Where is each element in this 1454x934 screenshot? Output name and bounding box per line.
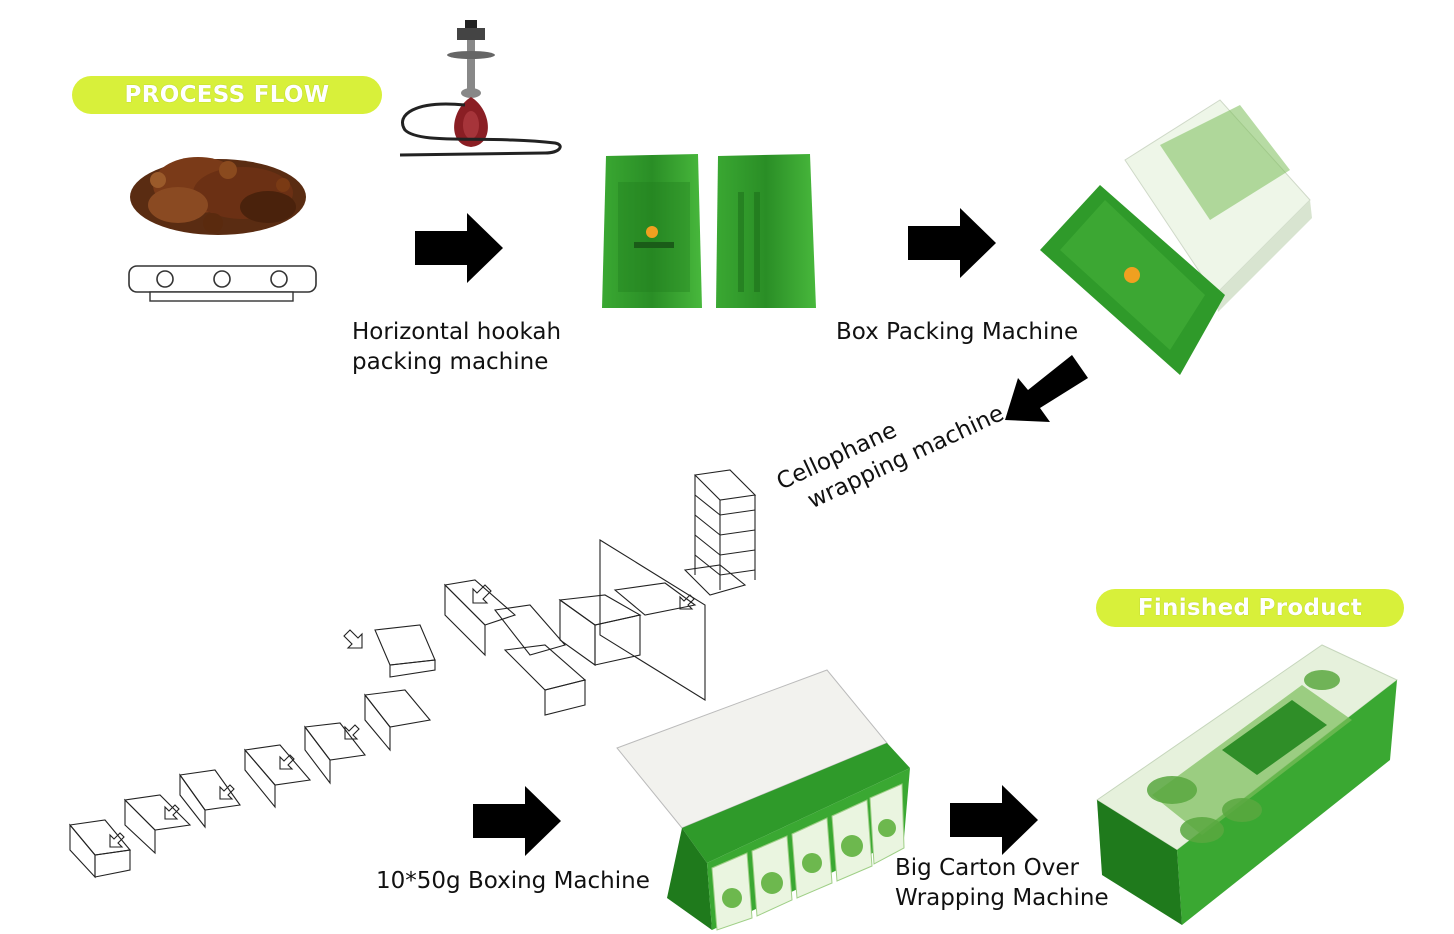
step-carton-wrapping: Big Carton Over Wrapping Machine	[895, 853, 1109, 913]
green-packets-image	[602, 154, 816, 308]
step-boxing: 10*50g Boxing Machine	[376, 868, 650, 894]
packet-and-box-image	[1040, 99, 1312, 375]
step-label-line: Wrapping Machine	[895, 885, 1109, 911]
finished-product-banner: Finished Product	[1096, 589, 1404, 627]
step-cellophane: Cellophane wrapping machine	[772, 371, 1009, 524]
arrow-right-icon	[415, 213, 503, 283]
process-flow-label: PROCESS FLOW	[124, 82, 330, 108]
step-box-packing: Box Packing Machine	[836, 319, 1079, 345]
tobacco-pile-image	[130, 157, 306, 235]
arrow-right-icon	[908, 208, 996, 278]
open-box-image	[616, 669, 910, 931]
step-label-line: Horizontal hookah	[352, 319, 562, 345]
conveyor-icon	[128, 265, 317, 302]
arrow-down-left-icon	[1005, 355, 1088, 422]
step-horizontal-packing: Horizontal hookah packing machine	[352, 317, 561, 377]
finished-product-label: Finished Product	[1137, 595, 1363, 621]
step-label-line: packing machine	[352, 349, 549, 375]
arrow-right-icon	[950, 785, 1038, 855]
finished-carton-image	[1096, 644, 1398, 925]
process-flow-banner: PROCESS FLOW	[72, 76, 382, 114]
arrow-right-icon	[473, 786, 561, 856]
hookah-image	[399, 20, 562, 157]
boxing-process-schematic	[68, 469, 757, 879]
step-label-line: Big Carton Over	[895, 855, 1079, 881]
